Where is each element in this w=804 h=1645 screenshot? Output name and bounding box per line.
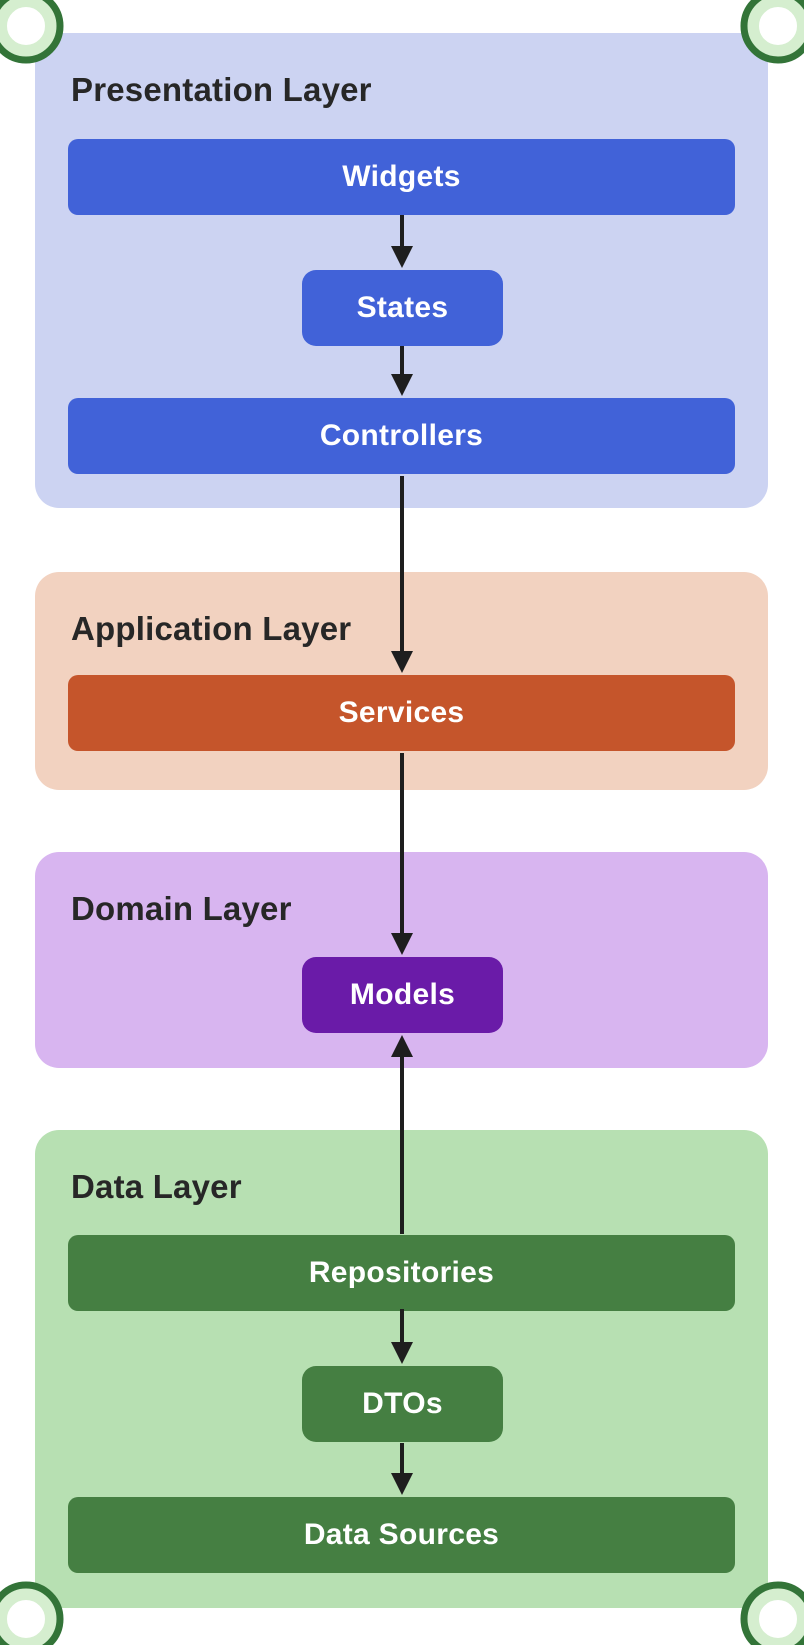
block-controllers: Controllers	[68, 398, 735, 474]
frame-corner-light	[747, 1588, 804, 1645]
block-label: DTOs	[362, 1387, 443, 1420]
block-label: Models	[349, 978, 456, 1011]
block-repositories: Repositories	[68, 1235, 735, 1311]
block-models: Models	[302, 957, 503, 1033]
block-data-sources: Data Sources	[68, 1497, 735, 1573]
block-label: Repositories	[308, 1256, 495, 1289]
layer-data: Data Layer Repositories DTOs Data Source…	[35, 1130, 768, 1608]
layer-title: Application Layer	[71, 610, 352, 647]
layer-presentation: Presentation Layer Widgets States Contro…	[35, 33, 768, 508]
layer-title: Data Layer	[71, 1168, 242, 1205]
block-widgets: Widgets	[68, 139, 735, 215]
layer-application: Application Layer Services	[35, 572, 768, 790]
layer-title: Presentation Layer	[71, 71, 372, 108]
layer-title: Domain Layer	[71, 890, 292, 927]
block-label: Services	[338, 696, 465, 729]
layer-domain: Domain Layer Models	[35, 852, 768, 1068]
block-label: States	[356, 291, 449, 324]
block-dtos: DTOs	[302, 1366, 503, 1442]
block-states: States	[302, 270, 503, 346]
block-label: Widgets	[342, 160, 461, 193]
block-label: Controllers	[319, 419, 484, 452]
block-services: Services	[68, 675, 735, 751]
block-label: Data Sources	[303, 1518, 500, 1551]
